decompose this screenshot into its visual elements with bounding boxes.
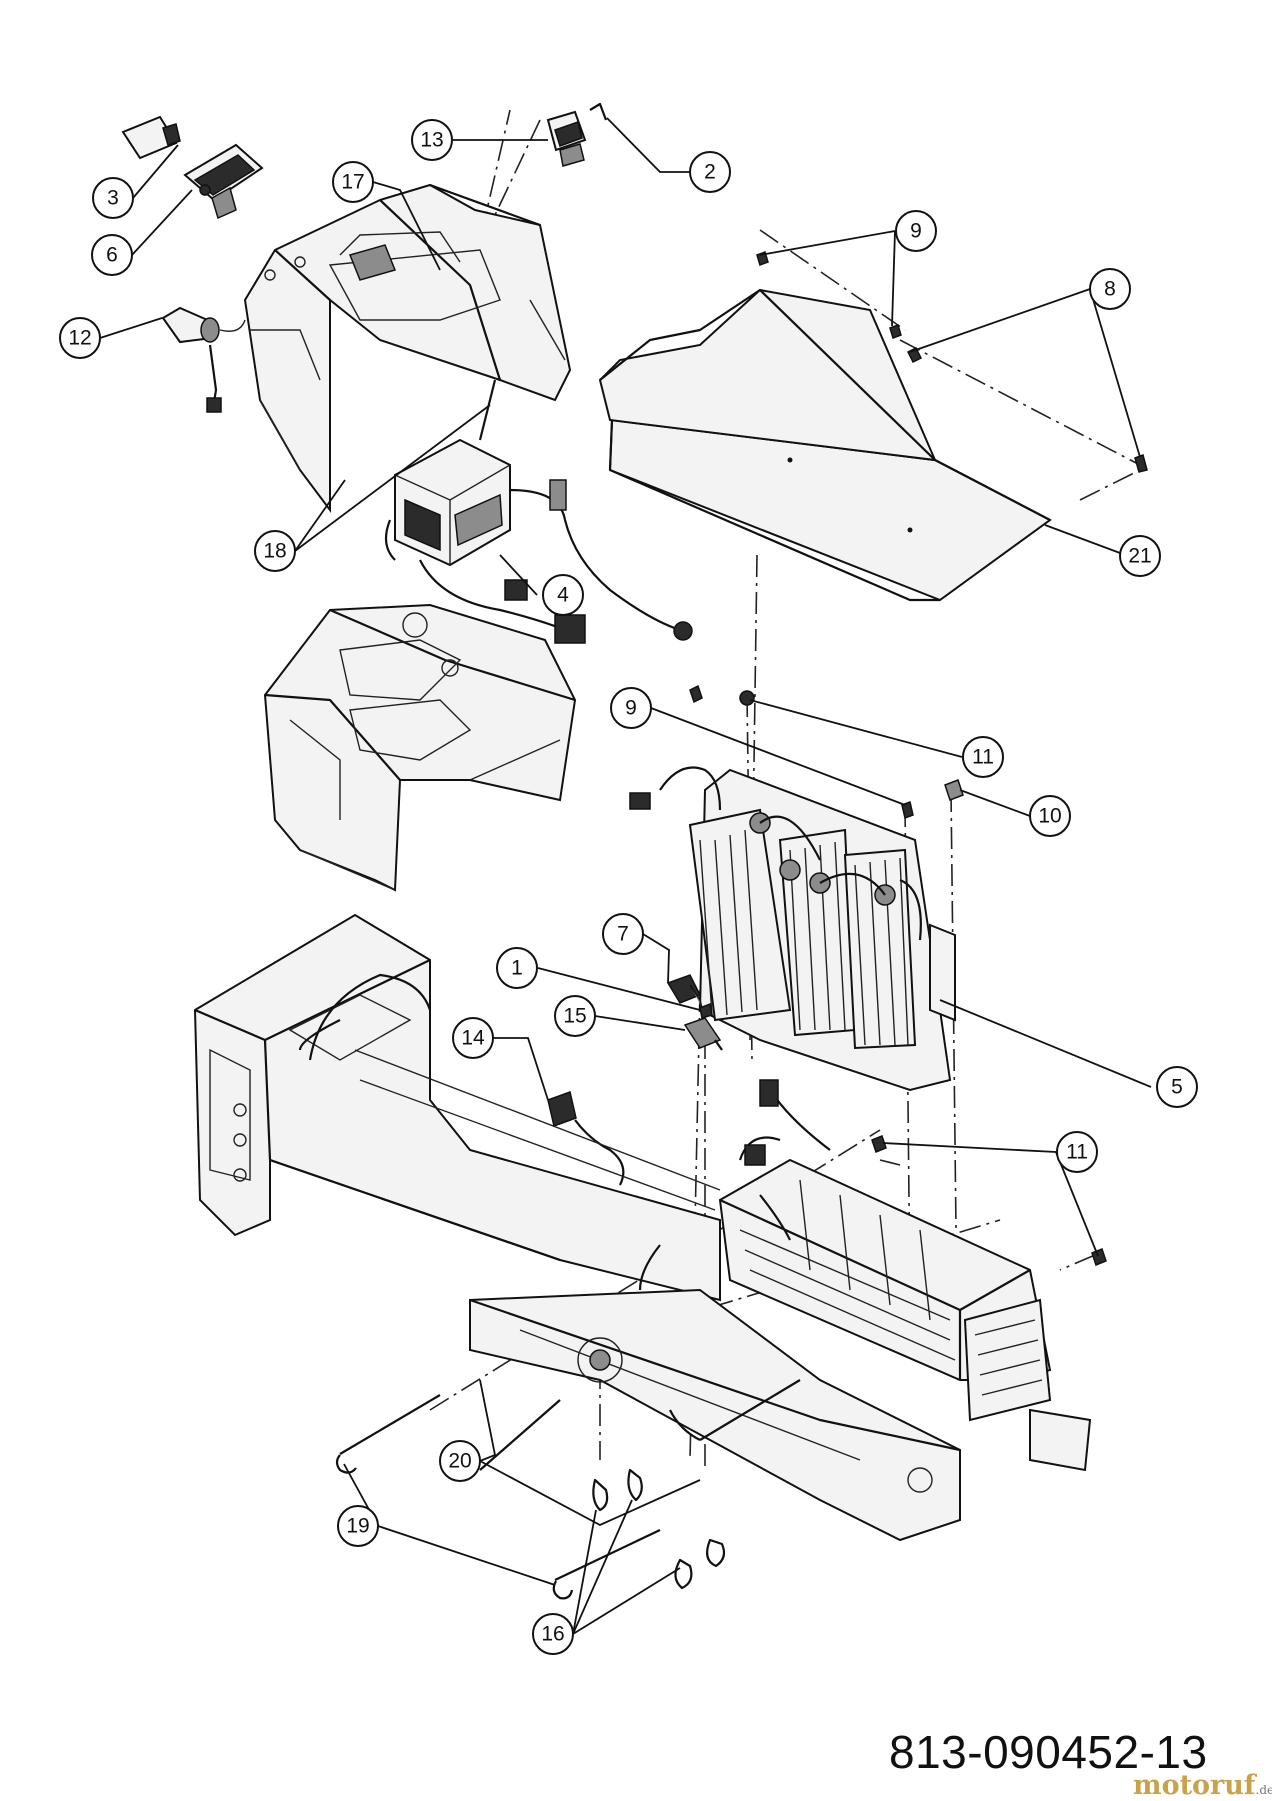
part-cap xyxy=(121,115,181,160)
svg-text:15: 15 xyxy=(563,1005,586,1028)
callout-8: 8 xyxy=(1089,268,1131,310)
callout-6: 6 xyxy=(91,234,133,276)
part-main-chassis xyxy=(193,913,721,1302)
fasteners-lower-11 xyxy=(871,1135,1107,1266)
part-connector-14 xyxy=(547,1091,625,1186)
part-seat-frame xyxy=(263,603,577,892)
callout-2: 2 xyxy=(689,151,731,193)
svg-text:5: 5 xyxy=(1171,1076,1183,1099)
svg-text:13: 13 xyxy=(420,129,443,152)
callout-16: 16 xyxy=(532,1613,574,1655)
svg-text:3: 3 xyxy=(107,187,119,210)
fasteners-upper xyxy=(756,251,1148,473)
watermark-name: motoruf xyxy=(1133,1770,1256,1801)
callout-11-lower: 11 xyxy=(1056,1131,1098,1173)
svg-text:4: 4 xyxy=(557,584,569,607)
part-upper-body-shell xyxy=(243,183,572,513)
svg-text:11: 11 xyxy=(972,746,994,769)
watermark-logo: motoruf.de xyxy=(1133,1770,1272,1801)
part-controller-rack xyxy=(718,1158,1092,1472)
svg-text:20: 20 xyxy=(448,1450,471,1473)
callout-20: 20 xyxy=(439,1440,481,1482)
callout-18: 18 xyxy=(254,530,296,572)
part-wiring-harness-controller xyxy=(384,379,693,644)
svg-text:1: 1 xyxy=(511,957,523,980)
svg-text:10: 10 xyxy=(1038,805,1061,828)
callout-12: 12 xyxy=(59,317,101,359)
callout-7: 7 xyxy=(602,913,644,955)
fasteners-battery xyxy=(689,684,964,820)
leader-lines xyxy=(99,117,1152,1635)
callout-1: 1 xyxy=(496,947,538,989)
part-clips-16 xyxy=(592,1468,726,1590)
callout-21: 21 xyxy=(1119,535,1161,577)
svg-text:9: 9 xyxy=(910,220,922,243)
diagram-code: 813-090452-13 xyxy=(889,1726,1208,1778)
svg-text:19: 19 xyxy=(346,1515,369,1538)
battery-fins xyxy=(699,829,909,1046)
part-battery-cover xyxy=(598,288,1052,602)
callout-4: 4 xyxy=(542,574,584,616)
svg-text:2: 2 xyxy=(704,161,716,184)
svg-text:17: 17 xyxy=(341,171,364,194)
part-clip-1 xyxy=(699,1002,713,1019)
part-switch-module xyxy=(183,143,264,220)
callout-19: 19 xyxy=(337,1505,379,1547)
svg-text:18: 18 xyxy=(263,540,286,563)
watermark-tld: .de xyxy=(1255,1783,1272,1797)
svg-text:9: 9 xyxy=(625,697,637,720)
svg-text:14: 14 xyxy=(461,1027,485,1050)
callout-9-upper: 9 xyxy=(895,210,937,252)
svg-text:12: 12 xyxy=(68,327,91,350)
part-sensor-7 xyxy=(666,974,703,1009)
callout-9-lower: 9 xyxy=(610,687,652,729)
rack-cables xyxy=(638,1079,831,1441)
svg-text:6: 6 xyxy=(106,244,118,267)
callout-10: 10 xyxy=(1029,795,1071,837)
part-pin-2 xyxy=(589,102,608,121)
callout-14: 14 xyxy=(452,1017,494,1059)
callout-15: 15 xyxy=(554,995,596,1037)
callout-3: 3 xyxy=(92,177,134,219)
svg-text:21: 21 xyxy=(1128,545,1151,568)
svg-text:7: 7 xyxy=(617,923,629,946)
svg-text:8: 8 xyxy=(1104,278,1116,301)
part-battery-pack xyxy=(629,766,956,1092)
svg-text:16: 16 xyxy=(541,1623,564,1646)
callout-11-upper: 11 xyxy=(962,736,1004,778)
callout-17: 17 xyxy=(332,161,374,203)
part-ignition-switch xyxy=(161,306,246,413)
part-lower-rail xyxy=(469,1288,961,1542)
part-pins-19 xyxy=(335,1454,574,1600)
callout-5: 5 xyxy=(1156,1066,1198,1108)
part-cover-13 xyxy=(546,110,587,167)
part-relay-15 xyxy=(683,1017,723,1051)
svg-text:11: 11 xyxy=(1066,1141,1088,1164)
callout-13: 13 xyxy=(411,119,453,161)
